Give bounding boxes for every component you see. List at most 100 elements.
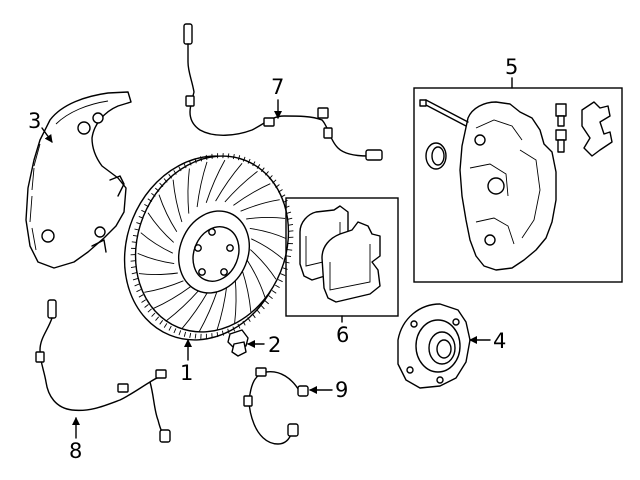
rotor-edge-tick: [155, 316, 160, 321]
rotor-edge-tick: [144, 304, 149, 308]
rotor-edge-tick: [132, 277, 138, 281]
rotor-vane: [215, 163, 243, 202]
rotor-edge-tick: [130, 266, 136, 269]
rotor-vane: [233, 183, 271, 206]
rotor-screw-part: [227, 329, 249, 357]
rotor-edge-tick: [168, 325, 172, 331]
rotor-vane: [216, 284, 228, 331]
rotor-edge-tick: [131, 241, 137, 243]
rotor-edge-tick: [272, 179, 277, 184]
rotor-edge-tick: [260, 304, 265, 310]
rotor-edge-tick: [130, 260, 136, 262]
rotor-edge-tick: [288, 223, 294, 226]
rotor-edge-tick: [256, 309, 261, 314]
rotor-vane: [147, 212, 174, 243]
anti-rattle-clip-part: [581, 101, 613, 157]
rotor-vane: [234, 278, 237, 324]
rotor-edge-tick: [268, 295, 273, 300]
rotor-edge-tick: [282, 199, 288, 203]
rotor-edge-tick: [278, 189, 283, 193]
callout-3: 3: [28, 109, 41, 133]
rotor-edge-tick: [251, 313, 256, 319]
rotor-edge-tick: [183, 163, 187, 169]
rotor-vane: [137, 252, 175, 265]
rotor-edge-tick: [159, 182, 164, 188]
rotor-vane: [153, 286, 191, 309]
rotor-edge-tick: [194, 158, 197, 164]
rotor-edge-tick: [200, 156, 203, 162]
rotor-edge-tick: [286, 211, 292, 215]
rotor-edge-tick: [227, 153, 230, 159]
rotor-edge-tick: [173, 170, 177, 175]
rotor-edge-tick: [287, 249, 293, 251]
rotor-edge-tick: [247, 158, 251, 164]
rotor-vane: [240, 199, 280, 212]
rotor-vane: [187, 168, 190, 214]
callout-9: 9: [335, 378, 348, 402]
rotor-edge-tick: [216, 332, 219, 338]
rotor-edge-tick: [264, 171, 269, 176]
rotor-edge-tick: [168, 173, 173, 179]
rotor-edge-tick: [141, 209, 147, 213]
rotor-edge-tick: [163, 178, 168, 183]
rotor-edge-tick: [138, 294, 144, 298]
rotor-edge-tick: [151, 312, 156, 317]
rotor-edge-tick: [151, 192, 156, 197]
rotor-edge-tick: [132, 234, 138, 237]
rotor-edge-tick: [268, 175, 273, 180]
wear-sensor-rear-part: [35, 299, 171, 443]
rotor-edge-tick: [136, 289, 142, 293]
rotor-edge-tick: [155, 187, 160, 192]
rotor-edge-tick: [271, 290, 277, 294]
rotor-vane: [246, 259, 266, 298]
rotor-edge-tick: [194, 333, 197, 339]
rotor-vane: [205, 159, 226, 203]
rotor-edge-tick: [237, 323, 241, 329]
rotor-edge-tick: [159, 320, 164, 325]
caliper-part: [459, 101, 557, 271]
callout-6: 6: [336, 323, 349, 347]
rotor-vane: [172, 179, 183, 223]
rotor-vane: [144, 280, 184, 293]
callout-2: 2: [268, 333, 281, 357]
splash-shield-part: [25, 91, 132, 269]
rotor-edge-tick: [134, 283, 140, 287]
rotor-edge-tick: [232, 154, 235, 160]
rotor-edge-tick: [188, 160, 192, 166]
rotor-edge-tick: [141, 299, 146, 303]
rotor-edge-tick: [173, 328, 177, 334]
caliper-bolt-part: [419, 99, 469, 127]
rotor-edge-tick: [242, 320, 246, 326]
caliper-seal-part: [425, 142, 447, 170]
rotor-edge-tick: [275, 184, 280, 188]
callout-1: 1: [180, 361, 193, 385]
rotor-vane: [224, 171, 258, 203]
rotor-vane: [140, 232, 173, 254]
rotor-edge-tick: [286, 255, 292, 258]
rotor-vane: [198, 289, 219, 333]
rotor-vane: [246, 217, 286, 220]
rotor-vane: [166, 289, 200, 321]
wear-sensor-front-part: [183, 23, 383, 161]
callout-8: 8: [69, 439, 82, 463]
rotor-edge-tick: [178, 166, 182, 172]
rotor-edge-tick: [277, 279, 283, 283]
rotor-edge-tick: [256, 164, 261, 169]
rotor-edge-tick: [189, 332, 192, 338]
rotor-vane: [251, 238, 284, 260]
wheel-hub-part: [397, 303, 471, 389]
brake-rotor-part: [123, 153, 294, 341]
rotor-edge-tick: [178, 330, 182, 336]
rotor-edge-tick: [287, 217, 293, 220]
callout-leaders: [41, 77, 513, 439]
rotor-edge-tick: [275, 284, 280, 288]
callout-4: 4: [493, 329, 506, 353]
rotor-edge-tick: [232, 326, 236, 332]
rotor-vane: [241, 269, 252, 313]
rotor-edge-tick: [144, 204, 149, 208]
rotor-vane: [250, 249, 277, 280]
rotor-edge-tick: [134, 228, 140, 231]
rotor-edge-tick: [136, 222, 142, 225]
rotor-edge-tick: [205, 154, 208, 160]
callout-5: 5: [505, 55, 518, 79]
